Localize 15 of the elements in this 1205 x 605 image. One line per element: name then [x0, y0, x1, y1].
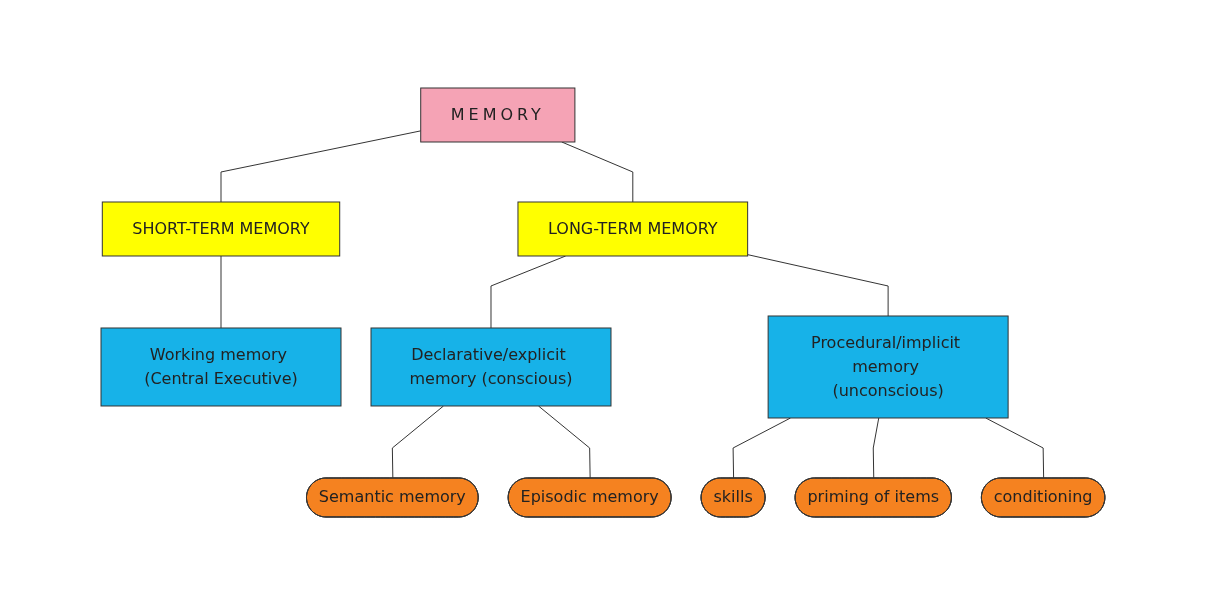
connector	[984, 417, 1044, 479]
connector	[746, 254, 889, 317]
connector	[490, 255, 566, 329]
node-box: Working memory (Central Executive)	[100, 327, 342, 407]
node-box: LONG-TERM MEMORY	[517, 201, 748, 257]
connector	[732, 417, 791, 479]
connector	[391, 405, 444, 479]
connector	[537, 405, 591, 479]
connector	[872, 417, 879, 479]
node-box: Declarative/explicit memory (conscious)	[370, 327, 612, 407]
node-box: Procedural/implicit memory (unconscious)	[767, 315, 1009, 419]
connector	[220, 130, 421, 203]
node-box: MEMORY	[419, 87, 575, 143]
connector	[220, 255, 222, 329]
node-box: SHORT-TERM MEMORY	[101, 201, 340, 257]
